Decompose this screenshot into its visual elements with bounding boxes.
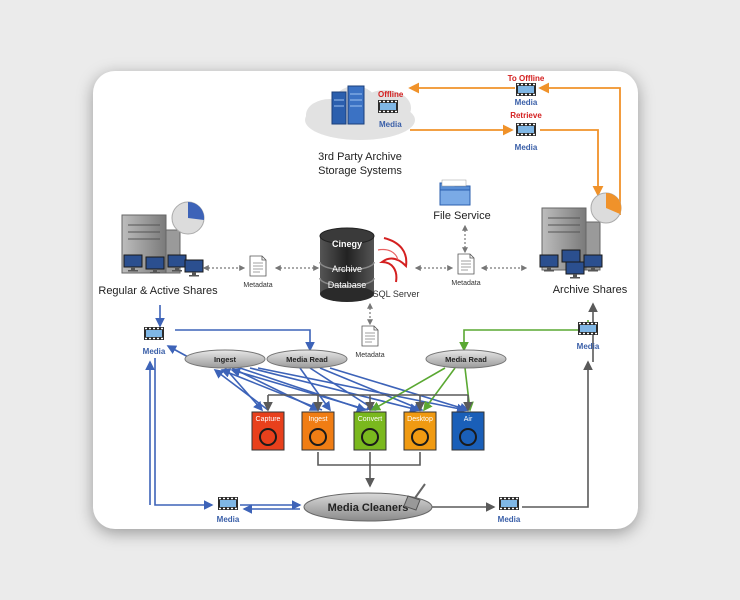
gray-flows <box>263 302 598 512</box>
offline-label: Offline <box>378 90 404 99</box>
offline-media-label: Media <box>379 120 402 129</box>
tool-tile <box>301 411 335 451</box>
media-bottom-left-label: Media <box>217 515 240 524</box>
metadata-links <box>202 224 528 326</box>
sql-server-label: SQL Server <box>373 289 420 299</box>
archive-storage-cloud <box>305 85 415 140</box>
tool-tile <box>403 411 437 451</box>
film-icon <box>144 327 164 340</box>
film-icon <box>578 322 598 335</box>
metadata-right-label: Metadata <box>451 280 480 287</box>
tool-label: Desktop <box>407 416 433 423</box>
media-bottom-right-label: Media <box>498 515 521 524</box>
database-line1: Archive <box>332 264 362 274</box>
pie-chart-icon <box>590 192 622 224</box>
tool-label: Air <box>464 416 473 423</box>
tool-glyph-icon <box>259 428 277 446</box>
folder-icon <box>439 179 471 206</box>
media-read-pill-right-label: Media Read <box>445 355 487 364</box>
metadata-center-label: Metadata <box>355 352 384 359</box>
regular-shares-label: Regular & Active Shares <box>98 285 218 297</box>
tool-ingest: Ingest <box>301 411 335 451</box>
document-icon <box>457 253 475 275</box>
tool-glyph-icon <box>309 428 327 446</box>
file-service-label: File Service <box>433 210 490 222</box>
tool-tile <box>353 411 387 451</box>
diagram-card <box>93 71 638 529</box>
tool-glyph-icon <box>459 428 477 446</box>
tool-label: Ingest <box>308 416 327 423</box>
tool-air: Air <box>451 411 485 451</box>
media-read-pill-left-label: Media Read <box>286 355 328 364</box>
film-icon <box>516 123 536 136</box>
film-icon <box>378 100 398 113</box>
tool-capture: Capture <box>251 411 285 451</box>
to-offline-label: To Offline <box>508 74 545 83</box>
tool-glyph-icon <box>411 428 429 446</box>
tool-desktop: Desktop <box>403 411 437 451</box>
media-right-top-label: Media <box>577 342 600 351</box>
film-icon <box>499 497 519 510</box>
sql-server-logo-icon <box>377 237 408 283</box>
archive-storage-title-1: 3rd Party Archive <box>318 151 402 163</box>
media-read-pill-right <box>425 349 507 369</box>
document-icon <box>361 325 379 347</box>
to-offline-media-label: Media <box>515 98 538 107</box>
tool-tile <box>451 411 485 451</box>
tool-label: Convert <box>358 416 383 423</box>
tool-convert: Convert <box>353 411 387 451</box>
tool-label: Capture <box>256 416 281 423</box>
archive-storage-title-2: Storage Systems <box>318 165 402 177</box>
broom-icon <box>403 483 426 511</box>
archive-shares-server <box>539 192 622 279</box>
database-line2: Database <box>328 280 367 290</box>
media-read-pill-left <box>266 349 348 369</box>
film-icon <box>516 83 536 96</box>
pie-chart-icon <box>171 201 205 235</box>
archive-shares-label: Archive Shares <box>553 284 628 296</box>
tool-glyph-icon <box>361 428 379 446</box>
retrieve-label: Retrieve <box>510 111 542 120</box>
database-cylinder-icon <box>319 227 375 302</box>
media-left-top-label: Media <box>143 347 166 356</box>
server-rack-icon <box>331 85 365 125</box>
ingest-pill-label: Ingest <box>214 355 237 364</box>
ingest-pill <box>184 349 266 369</box>
tools-row: Capture Ingest Convert Desktop Air <box>251 411 485 451</box>
film-icon <box>218 497 238 510</box>
regular-shares-server <box>121 201 205 277</box>
offline-flows <box>408 82 621 215</box>
tool-tile <box>251 411 285 451</box>
database-brand: Cinegy <box>332 239 362 249</box>
document-icon <box>249 255 267 277</box>
media-cleaners-pill <box>303 492 433 522</box>
retrieve-media-label: Media <box>515 143 538 152</box>
metadata-left-label: Metadata <box>243 282 272 289</box>
media-cleaners-label: Media Cleaners <box>328 502 409 514</box>
